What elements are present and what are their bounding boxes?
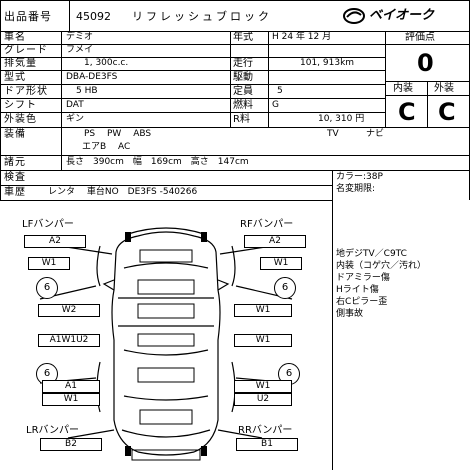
car-name-value: デミオ <box>66 32 94 42</box>
dimensions-label: 諸元 <box>4 157 26 168</box>
displacement-label: 排気量 <box>4 58 37 69</box>
right-rear-tire-value: 6 <box>278 363 300 385</box>
left-front-door-value: W2 <box>38 304 100 317</box>
exterior-label: 外装 <box>434 83 454 94</box>
right-quarter-value-2: U2 <box>234 393 292 406</box>
lr-bumper-value: B2 <box>40 438 102 451</box>
left-quarter-value-1: A1 <box>42 380 100 393</box>
score-value: 0 <box>417 49 434 77</box>
year-value: H 24 年 12 月 <box>272 32 332 42</box>
fuel-label: 燃料 <box>233 100 253 111</box>
model-label: 型式 <box>4 72 26 83</box>
door-label: ドア形状 <box>4 86 48 97</box>
equipment-line1: PS PW ABS <box>84 129 152 139</box>
lot-label: 出品番号 <box>4 10 52 23</box>
lf-bumper-label: LFバンパー <box>22 219 74 230</box>
note-line: 地デジTV／C9TC <box>336 249 407 259</box>
year-label: 年式 <box>233 32 253 43</box>
left-quarter-value-2: W1 <box>42 393 100 406</box>
right-quarter-value-1: W1 <box>234 380 292 393</box>
lr-bumper-label: LRバンパー <box>26 425 80 436</box>
note-line: ドアミラー傷 <box>336 273 390 283</box>
brand-emblem-icon <box>343 8 365 24</box>
note-line: 右Cピラー歪 <box>336 297 388 307</box>
right-rear-door-value: W1 <box>234 334 292 347</box>
interior-score: C <box>398 98 416 126</box>
brand-name: ベイオーク <box>369 8 435 23</box>
left-front-tire-value: 6 <box>36 277 58 299</box>
right-fender-value: W1 <box>260 257 302 270</box>
capacity-label: 定員 <box>233 86 253 97</box>
car-name-label: 車名 <box>4 32 26 43</box>
equipment-navi: ナビ <box>366 129 385 139</box>
fuel-value: G <box>272 100 279 110</box>
right-front-tire-value: 6 <box>274 277 296 299</box>
model-value: DBA-DE3FS <box>66 72 118 82</box>
equipment-tv: TV <box>327 129 339 139</box>
mileage-label: 走行 <box>233 58 253 69</box>
grade-value: フメイ <box>66 45 94 55</box>
color-code-label: カラー: <box>336 172 367 182</box>
inspection-label: 検査 <box>4 172 26 183</box>
color-label: 外装色 <box>4 114 37 125</box>
shift-label: シフト <box>4 100 37 111</box>
damage-diagram: LFバンパー A2 RFバンパー A2 W1 W1 6 6 W2 W1 A1W1… <box>0 200 332 470</box>
lot-number: 45092 <box>76 10 111 23</box>
mileage-value: 101, 913km <box>300 58 355 68</box>
left-rear-door-value: A1W1U2 <box>38 334 100 347</box>
rr-bumper-value: B1 <box>236 438 298 451</box>
equipment-line2: エアB AC <box>82 142 131 152</box>
history-value: レンタ 車台NO DE3FS -540266 <box>48 187 198 197</box>
capacity-value: 5 <box>277 86 283 96</box>
shift-value: DAT <box>66 100 84 110</box>
left-fender-value: W1 <box>28 257 70 270</box>
history-label: 車歴 <box>4 187 26 198</box>
interior-label: 内装 <box>393 83 413 94</box>
rf-bumper-label: RFバンパー <box>240 219 294 230</box>
note-line: 内装（コゲ穴／汚れ） <box>336 261 427 271</box>
color-value: ギン <box>66 114 85 124</box>
drive-label: 駆動 <box>233 72 253 83</box>
rr-bumper-label: RRバンパー <box>238 425 293 436</box>
grade-label: グレード <box>4 45 48 56</box>
price-label: R料 <box>233 114 250 125</box>
dimensions-value: 長さ 390cm 幅 169cm 高さ 147cm <box>66 157 249 167</box>
brand-logo: ベイオーク <box>343 6 463 26</box>
exterior-score: C <box>438 98 456 126</box>
score-label: 評価点 <box>405 32 435 43</box>
notes-list: 地デジTV／C9TC 内装（コゲ穴／汚れ） ドアミラー傷 Hライト傷 右Cピラー… <box>336 248 468 320</box>
lf-bumper-value: A2 <box>24 235 86 248</box>
name-change-label: 名変期限: <box>336 184 376 194</box>
block-title: リフレッシュブロック <box>132 10 272 23</box>
door-value: 5 HB <box>76 86 98 96</box>
right-front-door-value: W1 <box>234 304 292 317</box>
note-line: 側事故 <box>336 309 364 319</box>
price-value: 10, 310 円 <box>318 114 365 124</box>
note-line: Hライト傷 <box>336 285 379 295</box>
displacement-value: 1, 300c.c. <box>84 58 129 68</box>
rf-bumper-value: A2 <box>244 235 306 248</box>
color-code-value: 38P <box>366 172 383 182</box>
equipment-label: 装備 <box>4 129 26 140</box>
